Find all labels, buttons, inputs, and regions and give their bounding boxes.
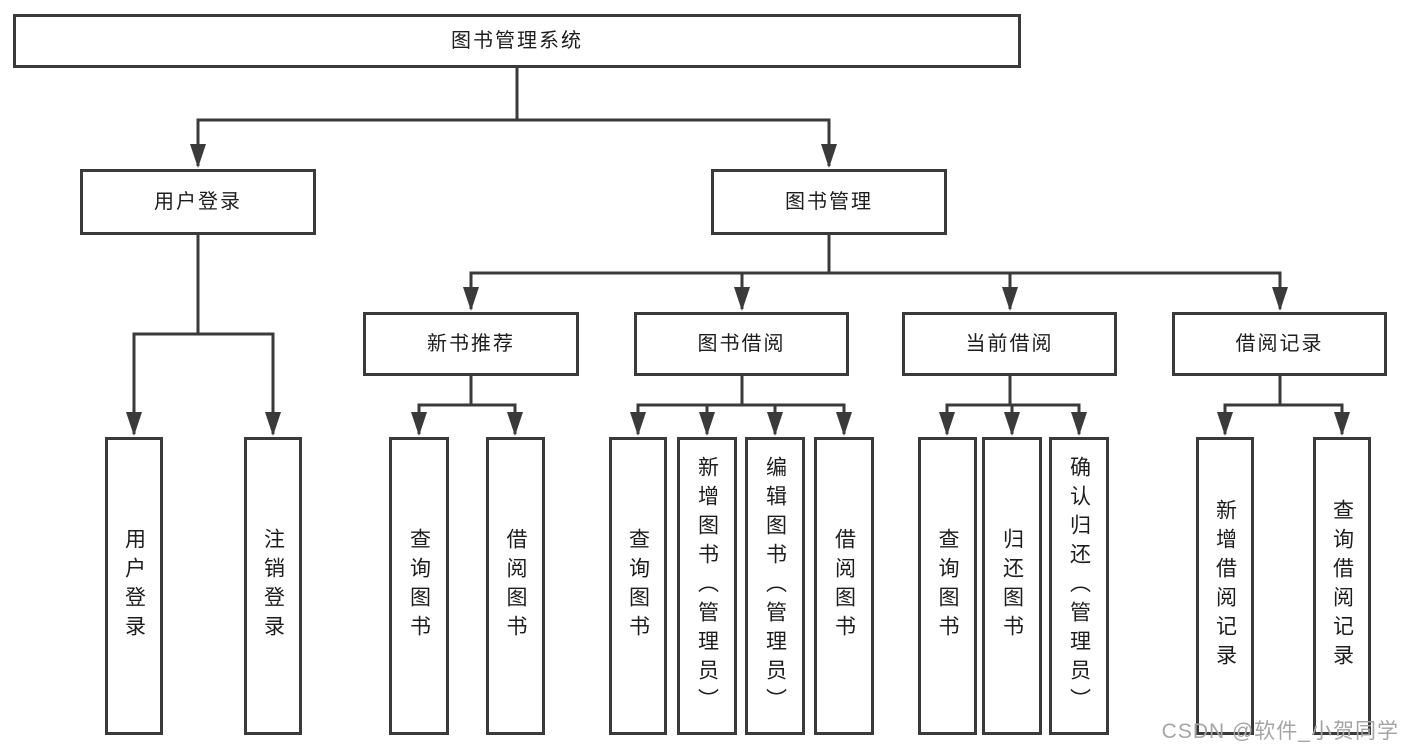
leaf-confirm-return-admin: 确认归还（管理员） (1049, 437, 1109, 735)
leaf-query-borrow-record: 查询借阅记录 (1313, 437, 1371, 735)
leaf-add-borrow-record: 新增借阅记录 (1196, 437, 1254, 735)
node-user-login: 用户登录 (80, 169, 316, 235)
leaf-edit-book-admin: 编辑图书（管理员） (745, 437, 805, 735)
leaf-query-books-borrowing: 查询图书 (609, 437, 667, 735)
leaf-return-book: 归还图书 (982, 437, 1042, 735)
leaf-query-books-recommend: 查询图书 (389, 437, 449, 735)
leaf-borrow-books-borrowing: 借阅图书 (814, 437, 874, 735)
csdn-watermark: CSDN @软件_小贺同学 (1161, 720, 1399, 743)
leaf-user-login: 用户登录 (105, 437, 163, 735)
leaf-add-book-admin: 新增图书（管理员） (677, 437, 737, 735)
node-borrowing-records: 借阅记录 (1172, 312, 1387, 376)
arrowheads (126, 144, 1350, 436)
node-book-management: 图书管理 (711, 169, 947, 235)
node-current-borrowing: 当前借阅 (902, 312, 1117, 376)
leaf-borrow-books-recommend: 借阅图书 (486, 437, 545, 735)
node-book-borrowing: 图书借阅 (634, 312, 849, 376)
leaf-logout: 注销登录 (244, 437, 302, 735)
node-new-book-recommendation: 新书推荐 (363, 312, 579, 376)
leaf-query-books-current: 查询图书 (918, 437, 977, 735)
node-library-management-system: 图书管理系统 (13, 14, 1021, 68)
